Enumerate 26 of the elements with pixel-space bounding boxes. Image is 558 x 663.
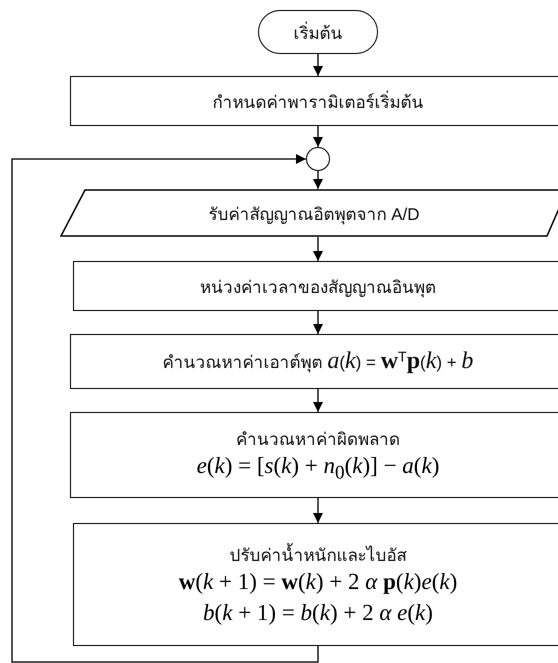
start-terminal [258, 10, 378, 54]
formula: e(k) = [s(k) + n$_{0}$(k)] − a(k) [196, 452, 440, 486]
arrow [313, 498, 323, 523]
step-label: รับค่าสัญญาณอิตพุตจาก A/D [208, 204, 420, 226]
process-box [73, 261, 558, 311]
connector-circle [306, 147, 330, 171]
step-label: ปรับค่าน้ำหนักและไบอัส [230, 541, 406, 568]
arrow [313, 171, 323, 189]
process-box [70, 334, 558, 389]
arrow [11, 154, 319, 663]
arrow [313, 311, 323, 334]
step-label: คำนวณหาค่าเอาต์พุต a(k) = w$^{T}$p(k) + b [162, 348, 474, 375]
formula: w(k + 1) = w(k) + 2 α p(k)e(k) [178, 568, 458, 596]
process-box [70, 412, 558, 498]
arrow [313, 237, 323, 261]
formula: b(k + 1) = b(k) + 2 α e(k) [203, 599, 433, 627]
arrow [313, 126, 323, 147]
input-parallelogram [60, 189, 558, 237]
step-label: หน่วงค่าเวลาของสัญญาณอินพุต [200, 276, 436, 300]
process-box [70, 76, 558, 126]
arrow [313, 389, 323, 412]
step-label: คำนวณหาค่าผิดพลาด [236, 428, 400, 451]
step-label: เริ่มต้น [294, 20, 342, 44]
step-label: กำหนดค่าพารามิเตอร์เริ่มต้น [212, 90, 424, 114]
process-box [73, 523, 558, 646]
arrow [313, 54, 323, 76]
